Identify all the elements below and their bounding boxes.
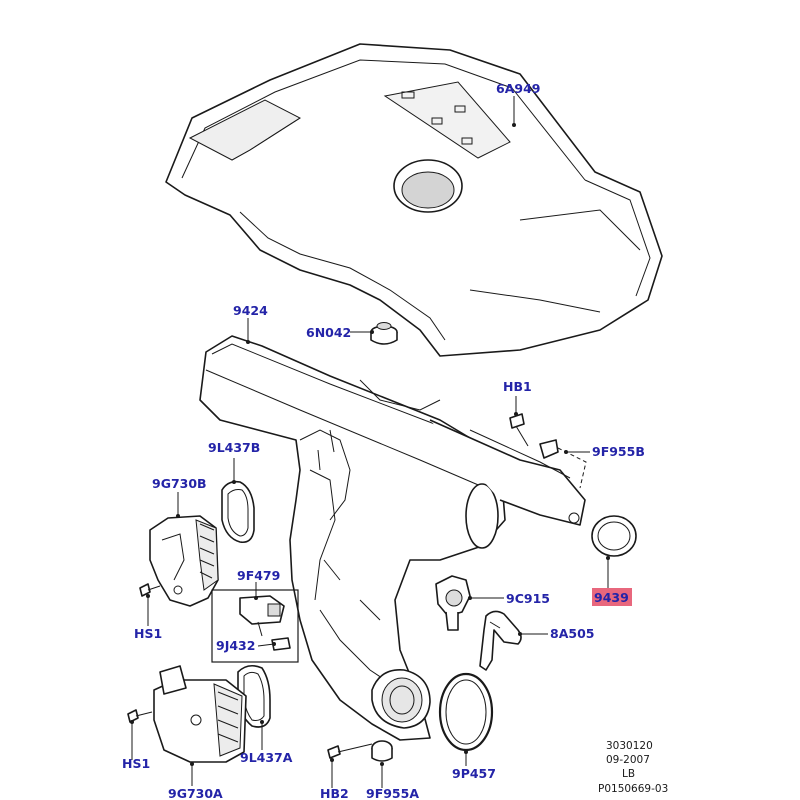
label-9p457[interactable]: 9P457 [452,766,496,781]
label-9g730b[interactable]: 9G730B [152,476,207,491]
label-9439[interactable]: 9439 [594,590,629,605]
ref-line-3: LB [622,768,635,780]
highlight-box [592,588,632,606]
label-9l437b[interactable]: 9L437B [208,440,260,455]
label-hb1[interactable]: HB1 [503,379,532,394]
label-9f479[interactable]: 9F479 [237,568,280,583]
label-9424[interactable]: 9424 [233,303,268,318]
drawing-reference: 3030120 09-2007 LB P0150669-03 [598,740,668,795]
grommet[interactable] [370,322,398,345]
ref-line-2: 09-2007 [606,754,650,766]
hose-8a505[interactable] [479,610,522,671]
label-9j432[interactable]: 9J432 [216,638,255,653]
stud-9f955a[interactable] [371,740,393,762]
label-8a505[interactable]: 8A505 [550,626,594,641]
screw-hs1-lower[interactable] [127,709,153,723]
actuator-9g730b[interactable] [149,515,219,607]
actuator-9g730a[interactable] [153,665,247,763]
label-9g730a[interactable]: 9G730A [168,786,223,800]
leader-lines [130,96,610,788]
engine-cover[interactable] [165,43,663,357]
label-9c915[interactable]: 9C915 [506,591,550,606]
oring-9p457[interactable] [438,672,494,752]
valve-9c915[interactable] [435,575,471,631]
label-9l437a[interactable]: 9L437A [240,750,293,765]
label-6n042[interactable]: 6N042 [306,325,351,340]
screw-hs1-upper[interactable] [139,583,161,597]
bolt-hb2[interactable] [327,743,373,759]
label-9f955a[interactable]: 9F955A [366,786,419,800]
ref-line-1: 3030120 [606,740,653,752]
label-6a949[interactable]: 6A949 [496,81,540,96]
label-hb2[interactable]: HB2 [320,786,349,800]
label-9f955b[interactable]: 9F955B [592,444,645,459]
ref-line-4: P0150669-03 [598,783,668,795]
seal-9439[interactable] [591,515,637,557]
intake-manifold[interactable] [199,335,586,741]
sensor-box[interactable] [211,589,299,663]
gasket-9l437b[interactable] [221,480,255,544]
label-hs1-upper[interactable]: HS1 [134,626,162,641]
bolt-hb1[interactable] [509,413,529,447]
label-hs1-lower[interactable]: HS1 [122,756,150,771]
